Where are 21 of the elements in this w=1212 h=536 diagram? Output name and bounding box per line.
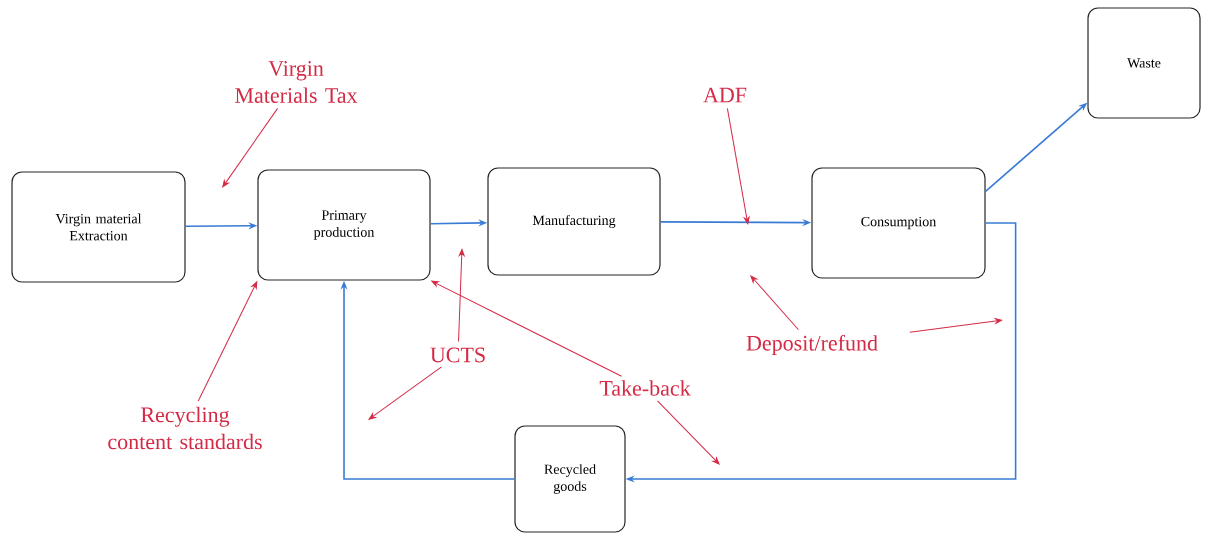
leader-line: [657, 400, 720, 465]
policy-label: Recycling content standards: [108, 406, 262, 450]
policy-label: UCTS: [430, 347, 485, 363]
process-box: Manufacturing: [487, 167, 661, 276]
leader-line: [197, 281, 258, 402]
process-box: Recycled goods: [514, 425, 626, 533]
leader-line: [368, 366, 442, 420]
process-box: Consumption: [811, 167, 986, 279]
leader-line: [909, 318, 1003, 333]
policy-label: Virgin Materials Tax: [235, 61, 358, 103]
policy-label: ADF: [703, 87, 747, 103]
leader-line: [750, 275, 799, 331]
policy-label: Deposit/refund: [746, 334, 878, 356]
process-box: Waste: [1087, 7, 1201, 119]
policy-label: Take-back: [599, 380, 691, 396]
leader-line: [431, 280, 623, 377]
process-box: Primary production: [257, 169, 431, 281]
process-box: Virgin material Extraction: [11, 171, 186, 283]
leader-line: [222, 107, 279, 188]
leader-line: [726, 107, 750, 225]
leader-line: [458, 248, 465, 342]
